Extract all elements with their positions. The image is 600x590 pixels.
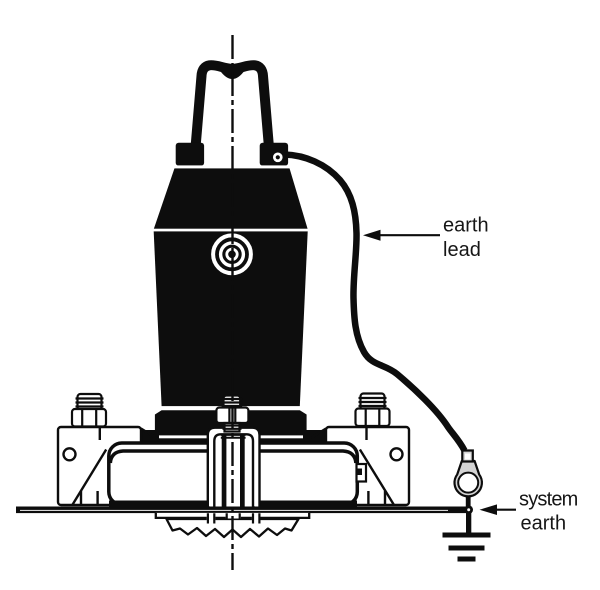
svg-text:lead: lead xyxy=(443,239,481,261)
svg-text:system: system xyxy=(519,489,578,511)
svg-text:earth: earth xyxy=(521,513,567,535)
svg-text:earth: earth xyxy=(443,215,489,237)
